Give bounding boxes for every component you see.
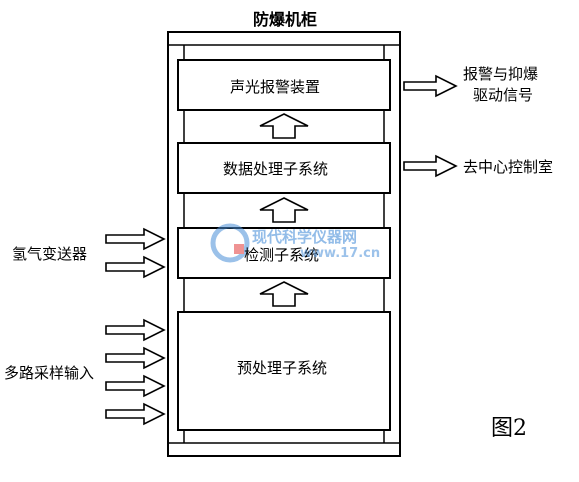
- preprocess-subsystem-box: [177, 311, 391, 431]
- input-arrow-multi-4: [105, 402, 166, 426]
- watermark-logo: [210, 223, 250, 263]
- preprocess-subsystem-label: 预处理子系统: [237, 359, 328, 377]
- cabinet-inner-frame: [167, 44, 401, 444]
- data-subsystem-label: 数据处理子系统: [223, 160, 329, 178]
- cabinet-title: 防爆机柜: [253, 10, 318, 29]
- input-arrow-hydrogen-2: [105, 255, 166, 279]
- watermark-text-line2: www.17.cn: [300, 246, 381, 261]
- data-output-label: 去中心控制室: [463, 158, 554, 176]
- input-arrow-multi-2: [105, 346, 166, 370]
- alarm-device-box: [177, 59, 391, 111]
- multi-input-label: 多路采样输入: [4, 364, 95, 382]
- input-arrow-multi-3: [105, 374, 166, 398]
- up-arrow-to-data: [259, 197, 309, 223]
- output-arrow-data: [403, 154, 458, 178]
- hydrogen-input-label: 氢气变送器: [12, 245, 88, 263]
- watermark-text-line1: 现代科学仪器网: [252, 228, 358, 246]
- alarm-output-line2: 驱动信号: [473, 86, 534, 104]
- alarm-device-label: 声光报警装置: [230, 78, 321, 96]
- figure-label: 图2: [491, 416, 527, 441]
- input-arrow-hydrogen-1: [105, 227, 166, 251]
- data-subsystem-box: [177, 142, 391, 194]
- alarm-output-line1: 报警与抑爆: [463, 65, 539, 83]
- up-arrow-to-alarm: [259, 113, 309, 139]
- output-arrow-alarm: [403, 74, 458, 98]
- input-arrow-multi-1: [105, 318, 166, 342]
- detect-subsystem-label: 检测子系统: [244, 246, 320, 264]
- up-arrow-to-detect: [259, 281, 309, 307]
